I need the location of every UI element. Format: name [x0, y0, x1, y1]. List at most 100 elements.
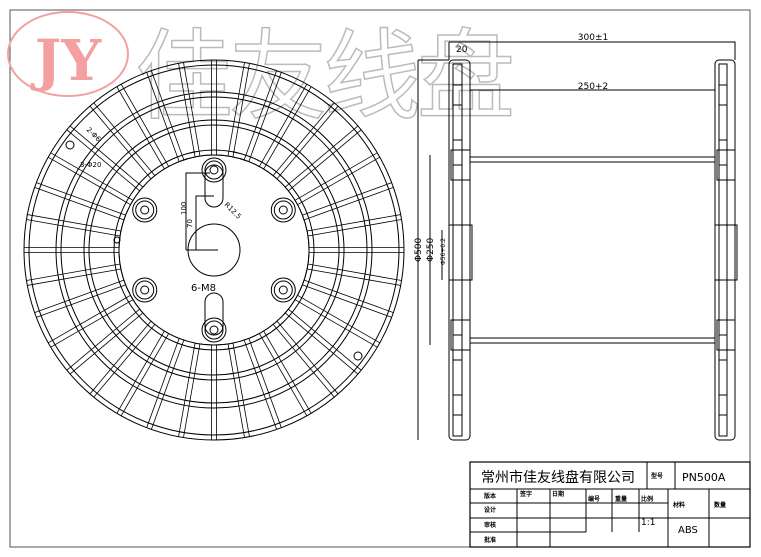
wheel-ring [60, 96, 368, 404]
bolt-boss-inner [135, 280, 155, 300]
scale-label: 比例 [641, 495, 653, 503]
wheel-spoke [27, 268, 121, 286]
dim-overall-width: 300±1 [578, 33, 608, 43]
wheel-spoke [26, 219, 121, 237]
wheel-spoke [120, 333, 170, 416]
wheel-ring [55, 91, 373, 409]
hub-edge [118, 154, 310, 346]
dim-diameter-barrel: Φ250 [426, 237, 436, 262]
flange-inner [718, 63, 728, 437]
bolt-hole [209, 325, 219, 335]
wheel-spoke [50, 299, 134, 348]
material-value: ABS [678, 525, 698, 536]
dim-100-label: 100 [180, 202, 188, 215]
dim-traverse: 250+2 [578, 82, 608, 92]
model-label: 型号 [651, 472, 663, 480]
wheel-spoke [183, 343, 201, 438]
wheel-spoke [116, 86, 165, 170]
watermark-text: 佳友线盘 [135, 20, 511, 134]
side-view [417, 41, 738, 441]
version-label: 版本 [483, 492, 497, 500]
wheel-spoke [69, 312, 144, 375]
design-label: 设计 [484, 506, 496, 514]
dim-bore: Φ56+0.2 [440, 238, 447, 265]
number-label: 编号 [588, 495, 600, 503]
dim-diameter-outer: Φ500 [414, 237, 424, 262]
wheel-spoke [50, 152, 134, 201]
bolt-hole [278, 285, 288, 295]
wheel-spoke [272, 102, 335, 176]
wheel-spoke [27, 214, 121, 232]
bolt-boss [132, 277, 158, 303]
wheel-spoke [66, 129, 140, 192]
wheel-spoke [307, 268, 401, 286]
company-name: 常州市佳友线盘有限公司 [481, 469, 635, 486]
bolt-boss-inner [135, 200, 155, 220]
wheel-spoke [69, 125, 144, 188]
bolt-boss-inner [273, 200, 293, 220]
wheel-spoke [93, 102, 156, 176]
wheel-spoke [307, 214, 401, 232]
drive-slot [204, 164, 224, 208]
bolt-hole [140, 205, 150, 215]
wheel-ring [83, 119, 345, 381]
material-label: 材料 [672, 501, 685, 509]
scale-value: 1:1 [641, 518, 655, 528]
wheel-spoke [294, 299, 378, 348]
wheel-spoke [284, 312, 359, 375]
hub-section [450, 149, 471, 181]
wheel-spoke [307, 219, 402, 237]
bore-section [448, 224, 473, 281]
wheel-spoke [302, 284, 392, 318]
wheel-spoke [302, 182, 392, 216]
wheel-spoke [183, 62, 201, 157]
wheel-spoke [93, 324, 156, 398]
svg-text:JY: JY [30, 28, 102, 94]
bolt-boss [201, 317, 227, 343]
wheel-spoke [34, 279, 125, 314]
wheel-spoke [232, 63, 250, 157]
wheel-spoke [178, 343, 196, 437]
wheel-spoke [248, 72, 282, 162]
wheel-spoke [303, 279, 394, 314]
model-value: PN500A [682, 471, 726, 484]
wheel-spoke [48, 156, 131, 206]
wheel-spoke [36, 284, 126, 318]
bolt-boss [270, 277, 296, 303]
wheel-spoke [276, 320, 339, 395]
wheel-spoke [116, 330, 165, 414]
review-label: 审核 [484, 521, 496, 529]
wheel-spoke [248, 338, 282, 428]
title-block [469, 461, 751, 548]
wheel-ring [28, 64, 400, 436]
wheel-spoke [26, 263, 121, 281]
dimension-lines [417, 41, 736, 440]
bolt-boss-inner [204, 320, 224, 340]
sign-label: 签字 [519, 490, 532, 498]
wheel-spoke [303, 186, 394, 221]
dim-70-label: 70 [186, 219, 194, 228]
title-block-text: 常州市佳友线盘有限公司 型号 PN500A 版本 签字 日期 编号 重量 比例 … [481, 469, 726, 544]
wheel-spoke [48, 294, 131, 344]
bolts-label: 6-M8 [191, 283, 216, 294]
wheel-spoke [232, 343, 250, 437]
wheel-spoke [288, 308, 362, 371]
wheel-spoke [243, 339, 278, 430]
hub-section [716, 319, 736, 351]
bolt-boss [201, 157, 227, 183]
small-hole [113, 236, 121, 244]
small-hole [65, 140, 75, 150]
wheel-spoke [227, 62, 245, 157]
wheel-spoke [294, 152, 378, 201]
dimension-lines [185, 172, 218, 251]
wheel-spoke [288, 129, 362, 192]
wheel-spoke [284, 125, 359, 188]
wheel-spoke [272, 324, 335, 398]
holes-drive-label: 3-Φ20 [80, 161, 101, 169]
bolt-boss [270, 197, 296, 223]
wheel-spoke [276, 105, 339, 180]
bolt-hole [278, 205, 288, 215]
wheel-ring [113, 149, 315, 351]
wheel-spoke [36, 182, 126, 216]
